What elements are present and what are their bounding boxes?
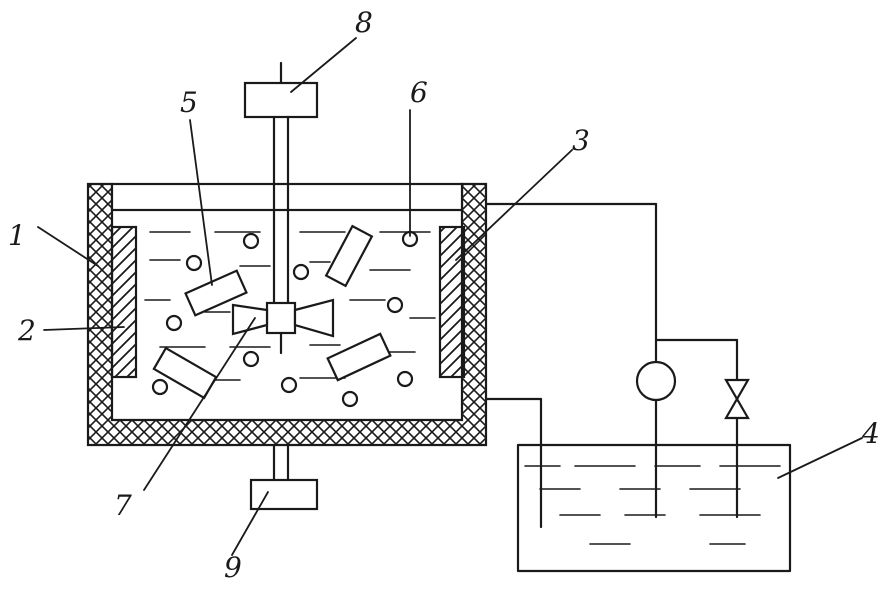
liquid-in-reservoir bbox=[524, 465, 781, 545]
bypass-pipe bbox=[654, 338, 739, 519]
grinding-media bbox=[151, 230, 419, 408]
callout-label-9: 9 bbox=[224, 551, 242, 584]
return-pipe bbox=[484, 397, 543, 529]
pump bbox=[635, 360, 677, 402]
bottom-drive-unit bbox=[249, 443, 319, 511]
stirrer-shaft bbox=[272, 115, 290, 355]
top-drive-unit bbox=[243, 61, 319, 119]
leader-lines bbox=[37, 37, 863, 556]
impeller bbox=[231, 298, 335, 338]
callout-label-6: 6 bbox=[410, 76, 428, 109]
callout-label-1: 1 bbox=[8, 219, 26, 252]
reservoir-tank bbox=[516, 443, 792, 573]
callout-label-4: 4 bbox=[861, 417, 880, 450]
callout-label-2: 2 bbox=[17, 314, 36, 347]
supply-pipe bbox=[484, 202, 658, 519]
heating-element-right bbox=[438, 225, 466, 379]
workpiece-2 bbox=[324, 224, 374, 288]
callout-label-3: 3 bbox=[572, 124, 590, 157]
workpiece-4 bbox=[326, 332, 392, 382]
valve bbox=[724, 378, 750, 420]
callout-label-5: 5 bbox=[180, 86, 198, 119]
callout-label-8: 8 bbox=[355, 6, 373, 39]
heating-element-left bbox=[110, 225, 138, 379]
callout-label-7: 7 bbox=[114, 489, 132, 522]
